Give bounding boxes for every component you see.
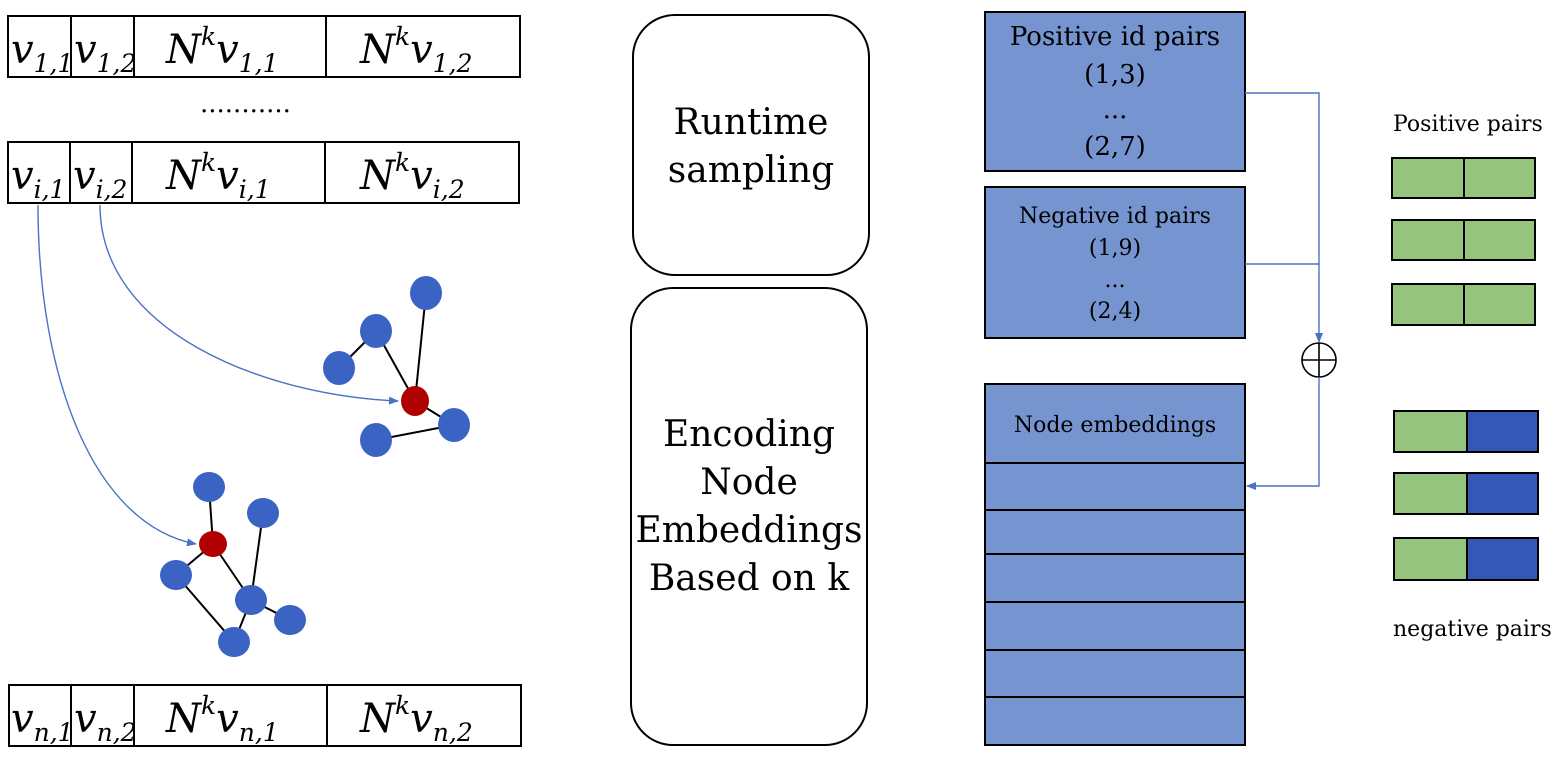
arrow-vi2-to-graph1	[99, 204, 399, 405]
vector-row-1: v1,1 v1,2 Nkv1,1 Nkv1,2	[7, 15, 521, 78]
negative-ids-title: Negative id pairs	[1019, 204, 1211, 229]
graph1-node	[360, 314, 392, 348]
rown-cell1: vn,1	[11, 696, 74, 747]
vector-row-i: vi,1 vi,2 Nkvi,1 Nkvi,2	[7, 141, 520, 204]
graph2-target-node	[199, 531, 227, 557]
runtime-sampling-box: Runtime sampling	[632, 14, 870, 276]
negative-pairs-label: negative pairs	[1393, 617, 1552, 642]
node-embeddings-table: Node embeddings	[984, 383, 1246, 746]
graph2-node	[218, 627, 250, 657]
negative-id-pairs-box: Negative id pairs (1,9) ... (2,4)	[984, 186, 1246, 339]
rown-cell3: Nkvn,1	[165, 691, 279, 747]
connector	[1245, 92, 1337, 490]
row1-cell2: v1,2	[74, 27, 136, 78]
graph1-node	[360, 423, 392, 457]
rowi-cell4: Nkvi,2	[359, 148, 465, 204]
positive-ids-dots: ...	[1103, 95, 1128, 125]
rowi-cell3: Nkvi,1	[165, 148, 271, 204]
arrow-vi1-to-graph2	[37, 204, 197, 547]
graph2-node	[160, 560, 192, 590]
row1-cell3: Nkv1,1	[165, 22, 279, 78]
positive-ids-first: (1,3)	[1084, 60, 1146, 90]
negative-pair-bar	[1393, 410, 1539, 453]
positive-pair-bar	[1391, 157, 1536, 199]
positive-pairs-label: Positive pairs	[1393, 112, 1543, 137]
rown-cell4: Nkvn,2	[359, 691, 473, 747]
graph2-node	[235, 585, 267, 615]
vector-row-n: vn,1 vn,2 Nkvn,1 Nkvn,2	[8, 684, 522, 747]
runtime-line1: Runtime	[674, 102, 829, 143]
graph1-target-node	[401, 386, 429, 416]
graph1-node	[438, 408, 470, 442]
graph1-node	[410, 276, 442, 310]
encoding-line2: Node	[700, 462, 798, 503]
row-ellipsis: ...........	[200, 89, 291, 119]
graph-2	[160, 472, 306, 657]
encoding-line3: Embeddings	[635, 510, 862, 551]
positive-ids-last: (2,7)	[1084, 132, 1146, 162]
runtime-line2: sampling	[668, 150, 834, 191]
encoding-line1: Encoding	[663, 414, 835, 455]
negative-ids-dots: ...	[1105, 268, 1126, 293]
negative-pair-bar	[1393, 472, 1539, 515]
graph1-node	[323, 351, 355, 385]
row1-cell4: Nkv1,2	[359, 22, 473, 78]
positive-pair-bar	[1391, 219, 1536, 261]
encoding-box: Encoding Node Embeddings Based on k	[630, 287, 868, 746]
positive-pair-bar	[1391, 283, 1536, 326]
graph2-node	[247, 498, 279, 528]
negative-ids-last: (2,4)	[1089, 299, 1141, 324]
positive-ids-title: Positive id pairs	[1010, 22, 1220, 52]
rowi-cell1: vi,1	[11, 153, 65, 204]
graph2-node	[193, 472, 225, 502]
rown-cell2: vn,2	[74, 696, 137, 747]
graph-1	[323, 276, 470, 457]
row1-cell1: v1,1	[11, 27, 73, 78]
negative-ids-first: (1,9)	[1089, 236, 1141, 261]
graph2-node	[274, 605, 306, 635]
positive-id-pairs-box: Positive id pairs (1,3) ... (2,7)	[984, 11, 1246, 172]
encoding-line4: Based on k	[649, 558, 850, 599]
negative-pair-bar	[1393, 537, 1539, 581]
embeddings-title: Node embeddings	[1014, 413, 1216, 438]
rowi-cell2: vi,2	[73, 153, 127, 204]
